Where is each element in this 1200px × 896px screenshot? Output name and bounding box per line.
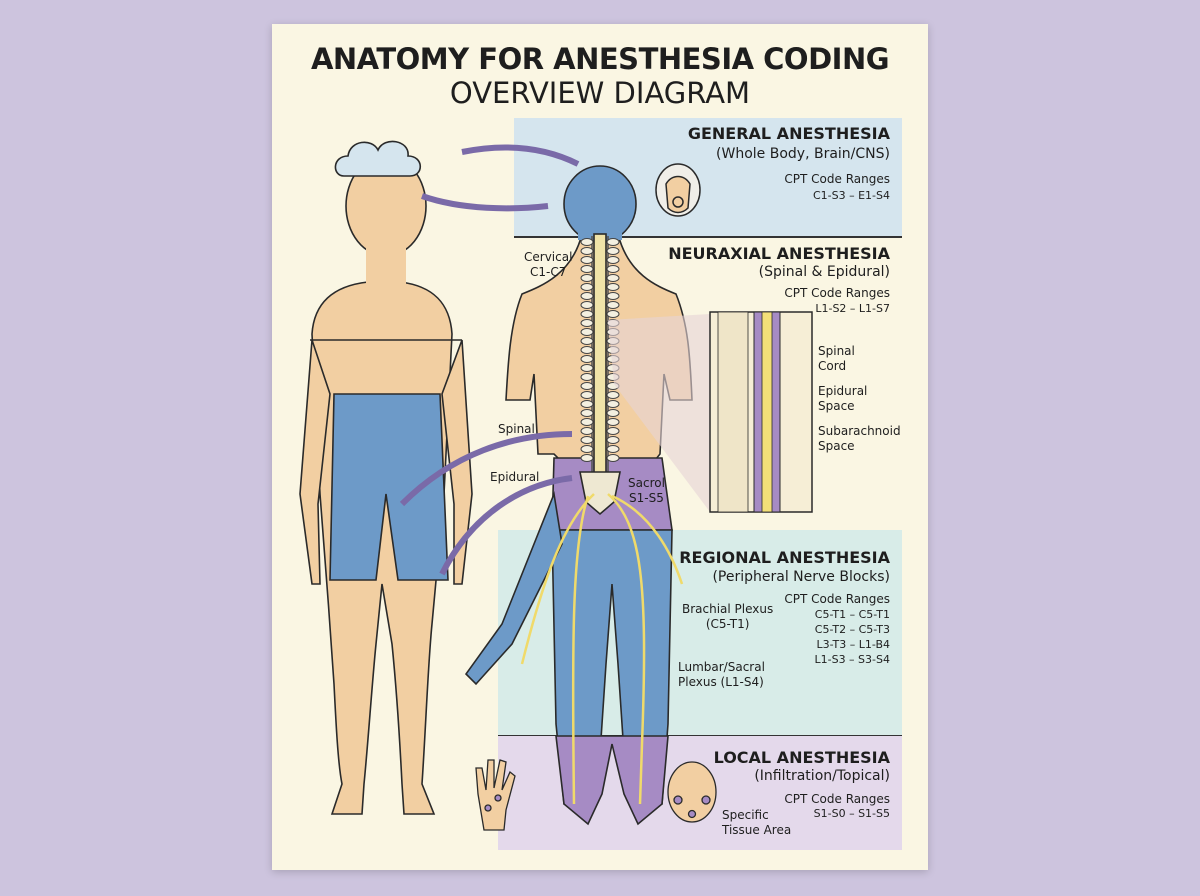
general-cpt-label: CPT Code Ranges <box>784 172 890 186</box>
neuraxial-subtitle: (Spinal & Epidural) <box>758 264 890 280</box>
vertebra <box>606 265 620 273</box>
brachial-plexus-label: Brachial Plexus(C5-T1) <box>682 602 774 631</box>
vertebra <box>606 445 620 453</box>
vertebra <box>606 247 620 255</box>
vertebra <box>606 301 620 309</box>
spinal-inset <box>709 311 813 513</box>
vertebra <box>606 274 620 282</box>
vertebra <box>606 418 620 426</box>
neuraxial-title: NEURAXIAL ANESTHESIA <box>668 244 890 263</box>
vertebra <box>606 400 620 408</box>
vertebra <box>580 445 594 453</box>
vertebra <box>580 373 594 381</box>
vertebra <box>580 319 594 327</box>
code: C5-T1 – C5-T1 <box>814 608 890 621</box>
vertebra <box>580 274 594 282</box>
vertebra <box>580 337 594 345</box>
vertebra <box>580 310 594 318</box>
vertebra <box>606 256 620 264</box>
vertebra <box>580 256 594 264</box>
hand-icon <box>475 759 516 831</box>
anatomy-illustration: (function(){var g=document.currentScript… <box>299 140 813 831</box>
general-title: GENERAL ANESTHESIA <box>687 124 890 143</box>
general-subtitle: (Whole Body, Brain/CNS) <box>716 146 890 162</box>
regional-subtitle: (Peripheral Nerve Blocks) <box>712 569 890 585</box>
vertebra <box>580 454 594 462</box>
vertebra <box>606 283 620 291</box>
local-title: LOCAL ANESTHESIA <box>713 748 890 767</box>
regional-codes: C5-T1 – C5-T1 C5-T2 – C5-T3 L3-T3 – L1-B… <box>814 607 890 667</box>
vertebra <box>606 310 620 318</box>
vertebra <box>606 454 620 462</box>
arrow-brain-to-cloud <box>461 144 580 167</box>
arrow-epidural <box>439 475 573 576</box>
code: L1-S3 – S3-S4 <box>814 653 890 666</box>
neuraxial-cpt-label: CPT Code Ranges <box>784 286 890 300</box>
vertebra <box>580 346 594 354</box>
vertebra <box>580 418 594 426</box>
vertebra <box>580 427 594 435</box>
vertebra <box>606 409 620 417</box>
code: S1-S0 – S1-S5 <box>813 807 890 820</box>
cloud-icon <box>334 140 422 177</box>
general-codes: C1-S3 – E1-S4 <box>813 188 890 203</box>
regional-title: REGIONAL ANESTHESIA <box>679 548 890 567</box>
code: C1-S3 – E1-S4 <box>812 189 890 202</box>
vertebra <box>580 355 594 363</box>
vertebra <box>580 382 594 390</box>
vertebra <box>580 301 594 309</box>
local-codes: S1-S0 – S1-S5 <box>814 806 890 821</box>
front-body-figure <box>299 155 473 815</box>
spinal-label: Spinal <box>498 422 535 436</box>
vertebra <box>580 391 594 399</box>
vertebra <box>606 292 620 300</box>
vertebra <box>580 265 594 273</box>
nerves <box>520 493 684 805</box>
vertebra <box>580 409 594 417</box>
vertebra <box>580 328 594 336</box>
vertebra <box>606 427 620 435</box>
epidural-label: Epidural <box>490 470 540 484</box>
code: C5-T2 – C5-T3 <box>814 623 890 636</box>
vertebra <box>580 292 594 300</box>
vertebra <box>580 400 594 408</box>
zoom-connector <box>608 314 710 512</box>
vertebra <box>580 436 594 444</box>
face-icon <box>667 761 717 823</box>
arrow-cloud-to-head <box>421 193 549 212</box>
vertebra <box>580 247 594 255</box>
local-subtitle: (Infiltration/Topical) <box>754 768 890 784</box>
vertebra <box>580 364 594 372</box>
code: L3-T3 – L1-B4 <box>816 638 890 651</box>
page-title: ANATOMY FOR ANESTHESIA CODING <box>310 42 890 76</box>
vertebra <box>606 391 620 399</box>
anesthesia-mask-icon <box>655 163 701 217</box>
arrows <box>399 144 580 576</box>
neuraxial-codes: L1-S2 – L1-S7 <box>815 301 890 316</box>
vertebra <box>580 238 594 246</box>
arrow-spinal <box>399 431 573 507</box>
page-subtitle: OVERVIEW DIAGRAM <box>449 76 751 110</box>
poster: (function(){var g=document.currentScript… <box>272 24 928 870</box>
local-cpt-label: CPT Code Ranges <box>784 792 890 806</box>
vertebra <box>606 436 620 444</box>
regional-cpt-label: CPT Code Ranges <box>784 592 890 606</box>
vertebra <box>580 283 594 291</box>
code: L1-S2 – L1-S7 <box>815 302 890 315</box>
vertebra <box>606 238 620 246</box>
